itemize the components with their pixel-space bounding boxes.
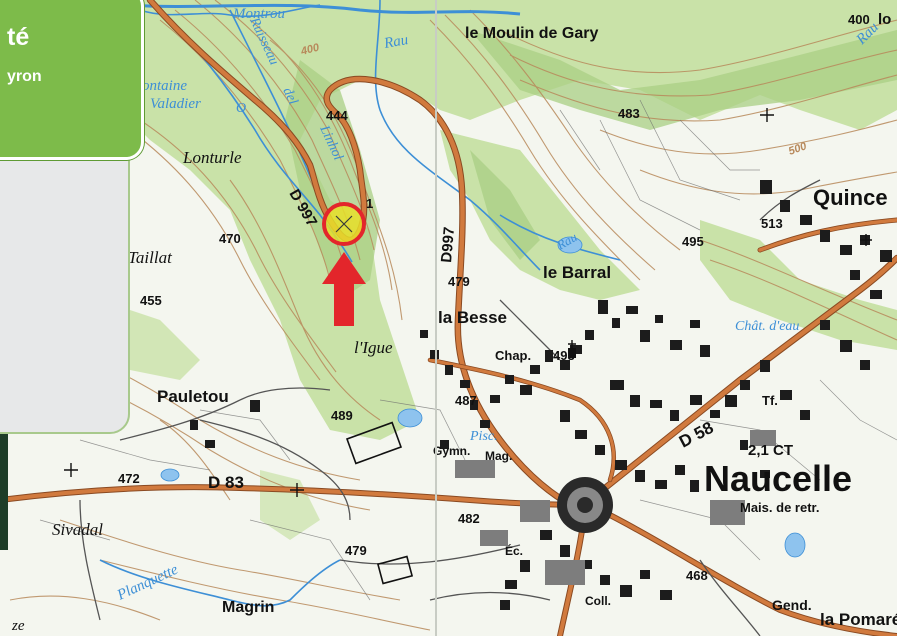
place-label-ec: Éc. — [505, 543, 523, 558]
elevation-470: 470 — [219, 231, 241, 246]
elevation-479-south: 479 — [345, 543, 367, 558]
field-boundaries — [39, 99, 897, 601]
place-label-ze: ze — [11, 618, 25, 634]
place-label-la-pomare: la Pomaré — [820, 610, 897, 629]
place-label-tf: Tf. — [762, 393, 778, 408]
road-d83 — [0, 484, 593, 508]
place-label-lonturle: Lonturle — [182, 148, 242, 167]
place-label-ligue: l'Igue — [354, 338, 393, 357]
sports-field — [345, 421, 414, 585]
title-box: té yron — [0, 0, 144, 160]
grey-buildings — [455, 430, 776, 585]
place-label-taillat: Taillat — [128, 248, 173, 267]
road-label-d83: D 83 — [208, 473, 244, 492]
elevation-455: 455 — [140, 293, 162, 308]
cross-icon — [64, 108, 872, 497]
place-label-pauletou: Pauletou — [157, 387, 229, 406]
subtitle-text: yron — [7, 68, 42, 85]
elevation-489: 489 — [331, 408, 353, 423]
place-label-lo: lo — [878, 11, 891, 28]
place-label-le-barral: le Barral — [543, 263, 611, 282]
place-label-moulin-de-gary: le Moulin de Gary — [465, 25, 598, 42]
water-label-piscine: Pisc. — [469, 429, 498, 444]
road-d997 — [146, 0, 584, 514]
elevation-472: 472 — [118, 471, 140, 486]
town-square — [557, 477, 613, 533]
place-label-mag: Mag. — [485, 449, 512, 463]
place-label-ct: 2,1 CT — [748, 442, 793, 459]
place-label-chap: Chap. — [495, 348, 531, 363]
contour-label-400: 400 — [299, 41, 322, 58]
church-icon — [568, 340, 576, 358]
place-label-quince: Quince — [813, 185, 888, 210]
road-d58 — [586, 254, 897, 504]
place-label-naucelle: Naucelle — [704, 458, 852, 499]
water-label-valadier: Valadier — [150, 96, 201, 112]
water-label-o: O — [236, 101, 246, 116]
river — [129, 3, 521, 16]
arrow-up-icon — [322, 252, 366, 326]
place-label-magrin: Magrin — [222, 599, 274, 616]
place-label-gymn: Gymn. — [433, 444, 470, 458]
place-label-coll: Coll. — [585, 594, 611, 608]
elevation-483: 483 — [618, 106, 640, 121]
place-label-gend: Gend. — [772, 597, 812, 613]
place-label-sivadal: Sivadal — [52, 520, 103, 539]
elevation-468: 468 — [686, 568, 708, 583]
water-label-rau-1: Rau — [382, 32, 410, 52]
water-label-fontaine: ontaine — [142, 78, 187, 94]
place-label-mais-retr: Mais. de retr. — [740, 500, 819, 515]
water-label-chat: Chât. d'eau — [735, 319, 799, 334]
water-label-montrou: Montrou — [232, 6, 285, 22]
town-blocks — [190, 180, 892, 610]
elevation-487: 487 — [455, 393, 477, 408]
road-label-d997-b: D997 — [438, 226, 458, 263]
elevation-495: 495 — [682, 234, 704, 249]
elevation-fragment-1: 1 — [366, 196, 373, 211]
ponds — [160, 236, 806, 558]
circle-marker-icon[interactable] — [322, 202, 366, 246]
place-label-la-besse: la Besse — [438, 308, 507, 327]
elevation-444: 444 — [326, 108, 348, 123]
title-text: té — [7, 23, 30, 51]
elevation-400-top: 400 — [848, 12, 870, 27]
elevation-482: 482 — [458, 511, 480, 526]
info-panel — [0, 128, 130, 434]
elevation-513: 513 — [761, 216, 783, 231]
left-edge-strip — [0, 430, 8, 550]
minor-roads — [79, 179, 821, 636]
water-label-del: del — [279, 85, 300, 107]
elevation-479-north: 479 — [448, 274, 470, 289]
